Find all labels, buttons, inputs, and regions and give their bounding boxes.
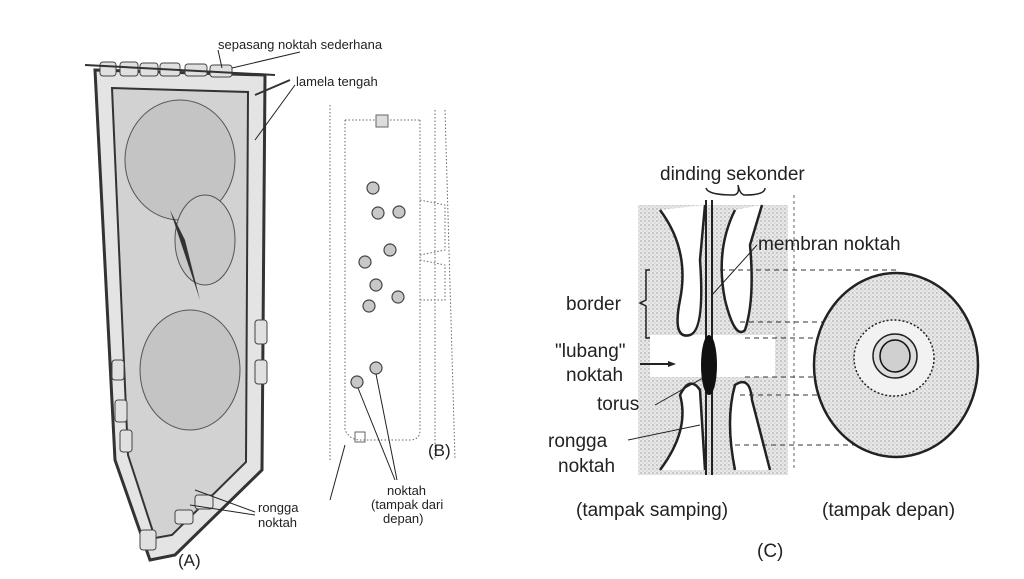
leader-pit-cavity-a: [189, 489, 256, 516]
label-pit-b-2: (tampak dari: [371, 497, 443, 512]
label-side-view: (tampak samping): [576, 500, 728, 521]
label-pit-b-1: noktah: [387, 483, 426, 498]
cell-a-drawing: [84, 61, 291, 562]
leader-middle-lamella: [254, 84, 296, 141]
label-middle-lamella: lamela tengah: [296, 74, 378, 89]
label-border: border: [566, 294, 622, 315]
label-pit-b-3: depan): [383, 511, 423, 526]
label-torus: torus: [597, 394, 639, 415]
brace-secondary-wall: [705, 184, 766, 196]
figure-label-b: (B): [428, 441, 451, 460]
pits-front-view: [350, 181, 406, 389]
leader-torus: [654, 377, 704, 406]
leader-pit-membrane: [711, 244, 758, 296]
label-pit-membrane: membran noktah: [758, 234, 901, 255]
label-pit-cavity-a-2: noktah: [258, 515, 297, 530]
label-front-view: (tampak depan): [822, 500, 955, 521]
leader-pit-cavity-b: [329, 444, 346, 501]
label-aperture-2: noktah: [566, 365, 623, 386]
label-pit-cavity-a-1: rongga: [258, 500, 299, 515]
leader-cavity-c: [627, 424, 701, 441]
figure-label-c: (C): [757, 541, 783, 562]
label-simple-pit-pair: sepasang noktah sederhana: [218, 37, 383, 52]
bordered-pit-front-view: [812, 271, 980, 459]
label-cavity-c-1: rongga: [548, 431, 608, 452]
leader-simple-pit-pair: [217, 49, 301, 69]
label-cavity-c-2: noktah: [558, 456, 615, 477]
brace-border: [638, 269, 650, 339]
label-secondary-wall: dinding sekonder: [660, 164, 805, 185]
leader-pit-b: [357, 373, 398, 481]
bordered-pit-side-view: [638, 195, 795, 475]
figure-label-a: (A): [178, 551, 201, 570]
cell-b-drawing: [329, 105, 456, 461]
label-aperture-1: "lubang": [555, 341, 626, 362]
